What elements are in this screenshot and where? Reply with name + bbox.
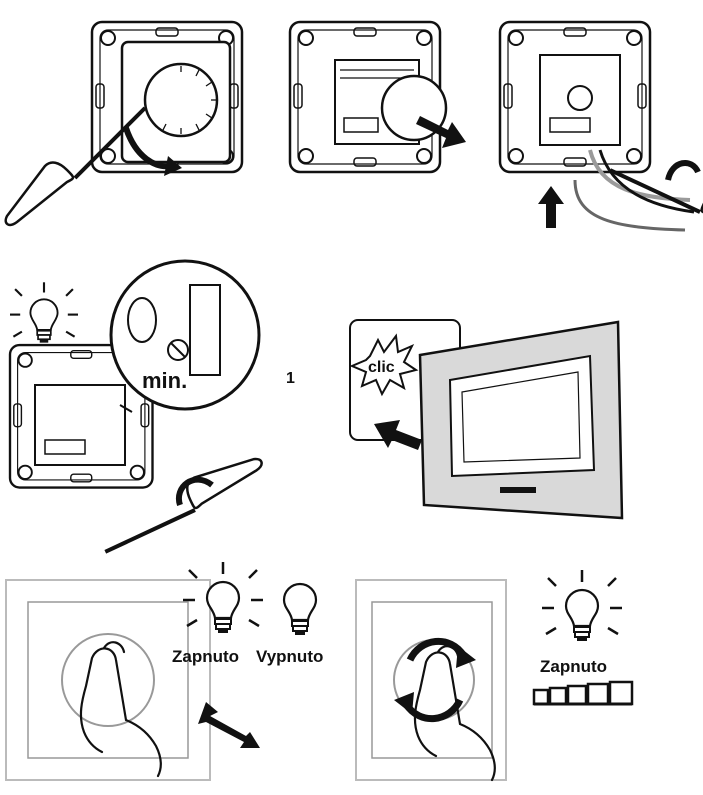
dimmer-knob: [145, 64, 217, 136]
min-label: min.: [142, 368, 187, 393]
step1-remove-cover: [6, 22, 242, 225]
dimmer-knob-left: [62, 634, 154, 726]
bulb-off: [284, 584, 316, 635]
step2-attach-frame: clic: [350, 320, 622, 518]
step1-connect-wires: [500, 22, 703, 280]
zapnuto-right: Zapnuto: [540, 657, 607, 676]
turn-arrow-3: [668, 163, 698, 180]
step1-remove-knob: [290, 22, 466, 172]
step3-rotate-dim: Zapnuto: [356, 570, 632, 780]
step3-press-toggle: Zapnuto Vypnuto: [6, 562, 323, 780]
vypnuto-label: Vypnuto: [256, 647, 323, 666]
insert-arrow: [538, 186, 564, 228]
clic-label: clic: [368, 359, 395, 376]
step2-min-adjust: min. 1: [10, 261, 295, 592]
brightness-level-icon: [534, 682, 632, 704]
zapnuto-left: Zapnuto: [172, 647, 239, 666]
bulb-on-small: [10, 282, 78, 342]
bulb-on-right: [542, 570, 622, 641]
step-number: 1: [286, 370, 295, 387]
